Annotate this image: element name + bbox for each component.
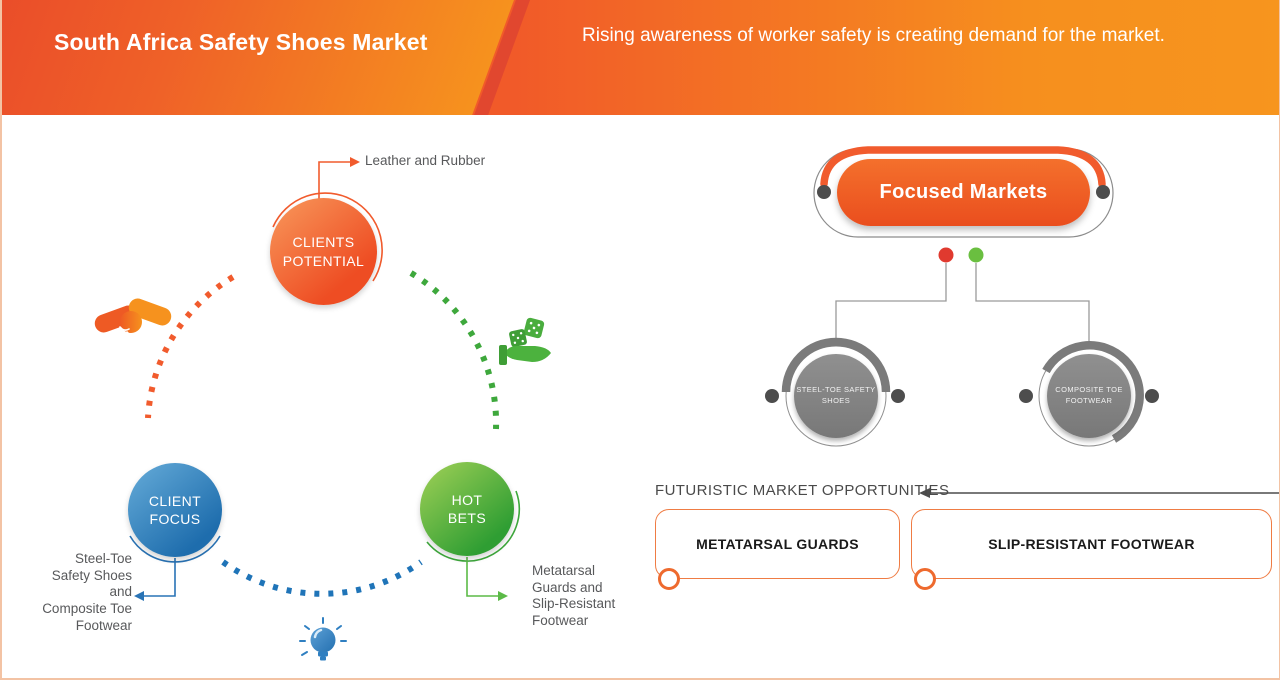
clients-potential-circle: CLIENTS POTENTIAL	[270, 198, 377, 305]
client-focus-label: CLIENT FOCUS	[148, 492, 202, 527]
opportunity-box-slip-resistant: SLIP-RESISTANT FOOTWEAR	[911, 509, 1272, 590]
steel-toe-market-circle: STEEL-TOE SAFETY SHOES	[794, 354, 878, 438]
opportunity-label-slip-resistant: SLIP-RESISTANT FOOTWEAR	[988, 536, 1195, 552]
connector-hot-bets	[466, 557, 508, 601]
stadium-right-dot	[1096, 185, 1110, 199]
hot-bets-circle: HOT BETS	[420, 462, 514, 556]
stadium-left-dot	[817, 185, 831, 199]
steel-toe-market-label: STEEL-TOE SAFETY SHOES	[796, 385, 876, 405]
dotted-arc-green	[409, 270, 500, 430]
green-dot	[968, 247, 984, 263]
hot-bets-label: HOT BETS	[447, 491, 487, 526]
hot-bets-annotation: Metatarsal Guards and Slip-Resistant Foo…	[532, 563, 616, 629]
client-focus-circle: CLIENT FOCUS	[128, 463, 222, 557]
opportunities-arrow	[919, 488, 1279, 498]
page-title: South Africa Safety Shoes Market	[54, 29, 428, 55]
dotted-arc-blue	[221, 559, 423, 597]
handshake-icon	[94, 298, 172, 340]
dotted-arc-orange	[145, 274, 235, 419]
opportunity-label-metatarsal: METATARSAL GUARDS	[696, 536, 859, 552]
opportunity-box-metatarsal: METATARSAL GUARDS	[655, 509, 900, 590]
header-left-band	[2, 0, 514, 115]
opportunities-heading: FUTURISTIC MARKET OPPORTUNITIES	[655, 482, 950, 499]
connector-client-focus	[134, 558, 176, 601]
connector-leather-rubber	[318, 157, 360, 199]
leather-rubber-annotation: Leather and Rubber	[365, 153, 486, 168]
opportunity-box-ring-icon	[914, 568, 936, 590]
focused-markets-title: Focused Markets	[879, 181, 1048, 203]
opportunity-box-ring-icon	[658, 568, 680, 590]
header-subtitle: Rising awareness of worker safety is cre…	[582, 25, 1165, 46]
red-dot	[938, 247, 954, 263]
branch-connectors	[835, 247, 1090, 345]
composite-toe-market-label: COMPOSITE TOE FOOTWEAR	[1055, 385, 1123, 405]
lightbulb-icon	[299, 617, 347, 661]
clients-potential-label: CLIENTS POTENTIAL	[282, 234, 365, 269]
header-banner	[2, 0, 1279, 115]
composite-toe-market-circle: COMPOSITE TOE FOOTWEAR	[1047, 354, 1131, 438]
focused-markets-pill: Focused Markets	[837, 159, 1090, 226]
client-focus-annotation: Steel-Toe Safety Shoes and Composite Toe…	[42, 551, 132, 633]
dice-in-hand-icon	[499, 317, 551, 365]
